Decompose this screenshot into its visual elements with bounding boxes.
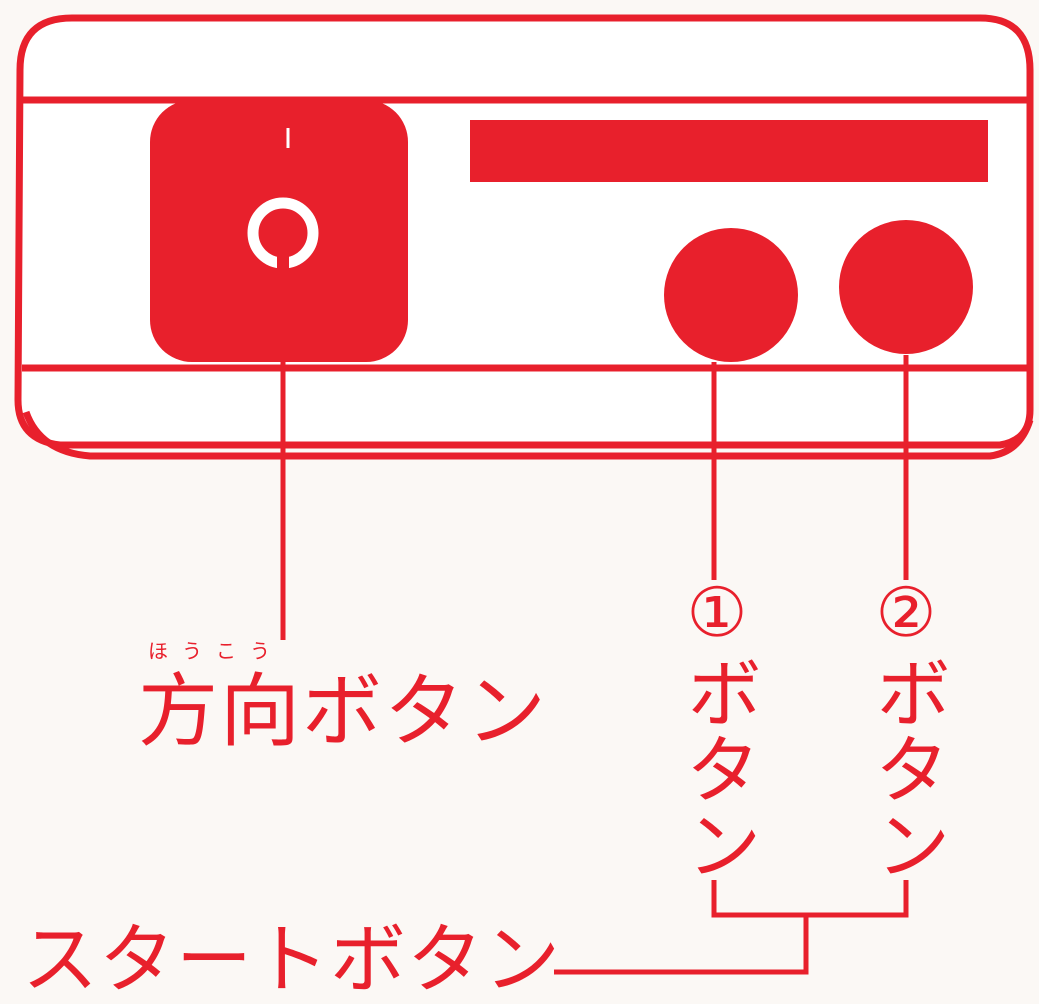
button-1[interactable]	[664, 228, 798, 362]
direction-button-label: 方向ボタン	[138, 665, 548, 758]
button-2-number: ②	[875, 574, 937, 653]
button-2[interactable]	[839, 220, 973, 354]
button-2-text: ボタン	[862, 654, 951, 882]
leader-lines	[280, 355, 909, 975]
start-button-label: スタートボタン	[22, 915, 561, 1004]
start-slot[interactable]	[470, 120, 988, 182]
button-2-label: ② ボタン	[862, 574, 951, 883]
button-1-label: ① ボタン	[673, 574, 762, 883]
button-1-text: ボタン	[673, 654, 762, 882]
button-1-number: ①	[686, 574, 748, 653]
direction-pad[interactable]	[150, 100, 408, 362]
direction-button-ruby: ほうこう	[148, 639, 284, 663]
